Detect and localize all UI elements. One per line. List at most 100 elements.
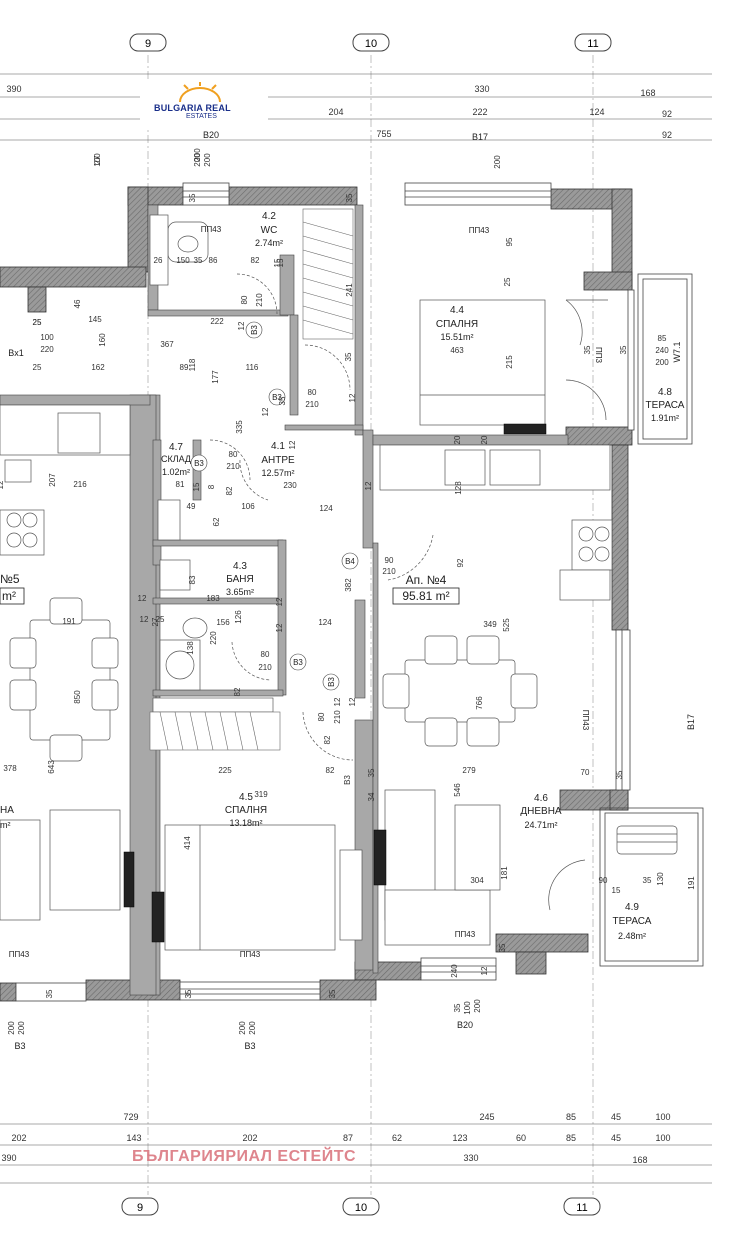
dim-text: 200 (493, 155, 502, 169)
door-tags: B3 B3 B3 B3 B4 B3 (190, 321, 359, 691)
dim-text: 200 (248, 1021, 257, 1035)
dim-text: 85 (566, 1133, 576, 1143)
dim-text: 80 (317, 712, 326, 721)
dim-text: 382 (344, 578, 353, 592)
dim-text: 35 (583, 345, 592, 354)
window-tag: B3 (14, 1041, 25, 1051)
dim-text: 191 (687, 876, 696, 890)
door-tag: B3 (272, 393, 282, 402)
dim-text: 330 (463, 1153, 478, 1163)
dim-text: 8 (207, 484, 216, 489)
dim-text: 245 (479, 1112, 494, 1122)
dim-text: 12 (275, 623, 284, 632)
room-area: 2.74m² (255, 238, 283, 248)
dim-text: 35 (498, 943, 507, 952)
dim-text: 82 (233, 687, 242, 696)
dim-text: 414 (183, 836, 192, 850)
furniture (0, 214, 678, 951)
dim-text: 390 (6, 84, 21, 94)
dim-text: 20 (480, 435, 489, 444)
dim-text: 35 (643, 876, 652, 885)
dim-text: 92 (662, 109, 672, 119)
top-dimension-texts: 390 330 168 204 222 124 92 755 92 (6, 84, 672, 140)
dim-text: 90 (599, 876, 608, 885)
window-tag: B17 (472, 132, 488, 142)
room-area: 24.71m² (524, 820, 557, 830)
dim-text: 126 (234, 610, 243, 624)
room-name: АНТРЕ (261, 455, 295, 466)
dim-text: 220 (209, 631, 218, 645)
dim-text: 546 (453, 783, 462, 797)
dim-text: 60 (516, 1133, 526, 1143)
dim-text: 200 (193, 153, 202, 167)
neighbor-name: №5 (0, 572, 20, 586)
sun-logo-icon (179, 82, 221, 103)
dim-text: 100 (93, 153, 102, 167)
room-number: 4.6 (534, 793, 548, 804)
dim-text: 240 (655, 346, 669, 355)
dim-text: 25 (503, 277, 512, 286)
neighbor-labels: №5 m² НА m² (0, 572, 25, 830)
dim-text: 49 (187, 502, 196, 511)
window-tag: B20 (203, 130, 219, 140)
dim-text: 35 (453, 1003, 462, 1012)
dim-text: 35 (328, 989, 337, 998)
dim-text: 200 (655, 358, 669, 367)
dim-text: 35 (45, 989, 54, 998)
dim-text: 378 (3, 764, 17, 773)
room-area: 1.02m² (162, 467, 190, 477)
dim-text: 95 (505, 237, 514, 246)
door-tag: B3 (194, 459, 204, 468)
dim-text: 210 (255, 293, 264, 307)
apartment-label: Ап. №4 95.81 m² (392, 573, 460, 605)
room-number: 4.4 (450, 305, 464, 316)
dim-text: 80 (308, 388, 317, 397)
apartment-area: 95.81 m² (402, 589, 449, 603)
room-name: ТЕРАСА (646, 400, 685, 411)
dim-text: 200 (193, 148, 202, 162)
dim-text: 45 (611, 1112, 621, 1122)
room-number: 4.7 (169, 442, 183, 453)
dim-text: 160 (98, 333, 107, 347)
room-name: СПАЛНЯ (225, 805, 267, 816)
room-number: 4.1 (271, 441, 285, 452)
dim-text: 106 (241, 502, 255, 511)
dim-text: 124 (589, 107, 604, 117)
dim-text: 45 (611, 1133, 621, 1143)
interior-walls (0, 204, 569, 996)
dim-text: 15 (192, 482, 201, 491)
dim-text: 25 (33, 363, 42, 372)
door-tag: B3 (250, 325, 259, 335)
dim-text: 200 (7, 1021, 16, 1035)
dim-text: 729 (123, 1112, 138, 1122)
dim-text: 202 (242, 1133, 257, 1143)
dim-text: 766 (475, 696, 484, 710)
dim-text: 525 (502, 618, 511, 632)
dim-text: 12 (140, 615, 149, 624)
dim-text: 335 (235, 420, 244, 434)
dim-text: 35 (367, 768, 376, 777)
dim-text: 82 (225, 486, 234, 495)
dim-text: 138 (186, 641, 195, 655)
room-number: 4.2 (262, 211, 276, 222)
dim-text: 35 (345, 193, 354, 202)
bottom-dimension-lines (0, 1123, 712, 1184)
dim-text: 183 (206, 594, 220, 603)
room-number: 4.8 (658, 387, 672, 398)
dim-text: 202 (11, 1133, 26, 1143)
dim-text: 85 (658, 334, 667, 343)
dim-text: 349 (483, 620, 497, 629)
company-logo: BULGARIA REAL ESTATES (140, 82, 268, 130)
door-tag: B4 (345, 557, 355, 566)
axis-lines (147, 55, 594, 1195)
dim-text: 168 (632, 1155, 647, 1165)
dim-text: B3 (343, 775, 352, 785)
dim-text: 12 (480, 966, 489, 975)
dim-text: 35 (188, 193, 197, 202)
dim-text: 92 (456, 558, 465, 567)
dim-text: 222 (472, 107, 487, 117)
dim-text: 100 (655, 1112, 670, 1122)
dim-text: 241 (345, 283, 354, 297)
dim-text: 35 (194, 256, 203, 265)
